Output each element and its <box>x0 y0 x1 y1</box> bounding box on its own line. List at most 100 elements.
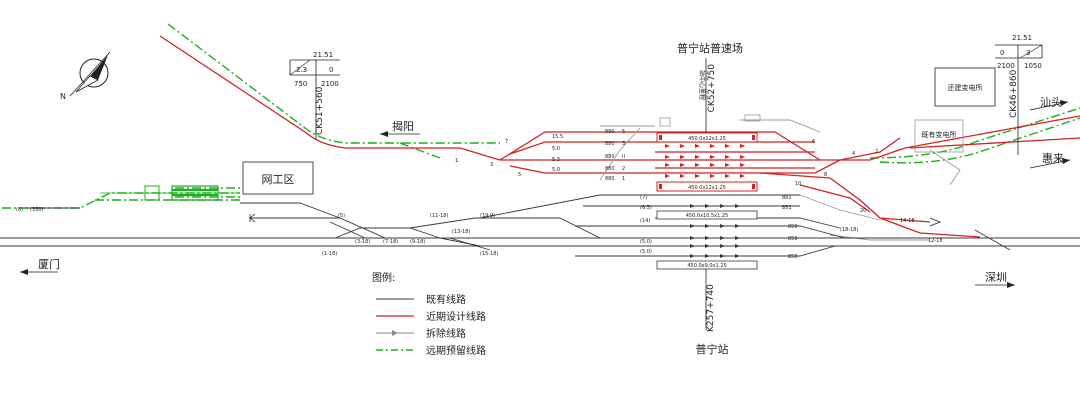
svg-text:750: 750 <box>294 80 307 88</box>
depot-box: 网工区 <box>242 161 314 195</box>
svg-text:21.51: 21.51 <box>313 51 333 59</box>
svg-text:II: II <box>622 154 625 160</box>
svg-text:1: 1 <box>622 176 625 182</box>
svg-text:(7): (7) <box>640 195 647 201</box>
existing-markers <box>690 204 740 258</box>
svg-text:(5): (5) <box>338 213 345 219</box>
svg-text:汕头: 汕头 <box>1040 96 1062 109</box>
svg-text:拆除线路: 拆除线路 <box>426 327 466 340</box>
north-arrow-icon: N <box>60 51 111 101</box>
platform-3: 450.0x10.5x1.25 <box>656 210 758 220</box>
switch-labels: 7 1 3 5 6 4 2 8 10 20 (5) (11-18) (19-9)… <box>16 139 943 257</box>
svg-text:0: 0 <box>329 66 333 74</box>
svg-text:14-18: 14-18 <box>900 218 915 224</box>
svg-text:0: 0 <box>1000 49 1004 57</box>
right-chainage: CK46+860 <box>1009 69 1019 118</box>
svg-text:(350): (350) <box>30 207 43 213</box>
legend-item-reserved: 远期预留线路 <box>376 344 486 357</box>
svg-text:近期设计线路: 近期设计线路 <box>426 310 486 323</box>
svg-text:远期预留线路: 远期预留线路 <box>426 344 486 357</box>
svg-text:(19-9): (19-9) <box>480 213 495 219</box>
svg-text:1050: 1050 <box>1024 62 1042 70</box>
svg-text:880: 880 <box>605 154 615 160</box>
svg-text:880: 880 <box>605 129 615 135</box>
track-labels-lower: (7) (6.5) (14) (5.0) (5.0) 881 851 850 8… <box>640 195 798 260</box>
svg-text:850: 850 <box>788 236 798 242</box>
svg-text:5.0: 5.0 <box>552 167 560 173</box>
svg-text:揭阳: 揭阳 <box>392 119 414 133</box>
svg-text:881: 881 <box>782 195 792 201</box>
svg-text:2.3: 2.3 <box>296 66 307 74</box>
legend-item-existing: 既有线路 <box>376 293 466 306</box>
svg-text:N: N <box>60 92 66 101</box>
svg-text:既有变电所: 既有变电所 <box>922 130 957 139</box>
svg-text:1: 1 <box>455 158 458 164</box>
left-gradient-table: 21.51 2.3 0 750 2100 CK51+560 <box>289 51 340 140</box>
direction-shantou: 汕头 <box>1029 96 1069 111</box>
right-gradient-table: 21.51 0 3 2100 1050 CK46+860 <box>995 34 1043 155</box>
demolish-lines <box>599 119 961 241</box>
svg-text:惠来: 惠来 <box>1042 151 1064 165</box>
platform-3-label: 450.0x10.5x1.25 <box>686 213 729 219</box>
svg-text:20: 20 <box>860 208 866 214</box>
platform-4: 450.0x9.0x1.25 <box>656 260 758 270</box>
depot-label: 网工区 <box>262 173 295 186</box>
svg-text:6: 6 <box>812 139 815 145</box>
existing-substation: 既有变电所 <box>914 119 964 153</box>
direction-shenzhen: 深圳 <box>975 271 1015 288</box>
demolish-box <box>659 114 761 127</box>
svg-text:(7-18): (7-18) <box>383 239 398 245</box>
svg-text:21.51: 21.51 <box>1012 34 1032 42</box>
svg-text:5: 5 <box>518 172 521 178</box>
svg-text:850: 850 <box>788 254 798 260</box>
svg-text:7: 7 <box>505 139 508 145</box>
svg-text:(13-18): (13-18) <box>452 229 470 235</box>
direction-huilai: 惠来 <box>1029 151 1071 169</box>
svg-text:4: 4 <box>852 151 855 157</box>
platform-2: 450.0x12x1.25 <box>656 181 758 192</box>
svg-text:2100: 2100 <box>321 80 339 88</box>
center-note: 站中心里程 <box>698 70 706 100</box>
svg-text:(5.0): (5.0) <box>640 239 652 245</box>
svg-text:(11-18): (11-18) <box>430 213 448 219</box>
bottom-chainage: K257+740 <box>706 284 716 332</box>
svg-text:10: 10 <box>795 181 801 187</box>
svg-text:深圳: 深圳 <box>985 271 1007 284</box>
svg-text:(14): (14) <box>640 218 650 224</box>
direction-jieyang: 揭阳 <box>380 119 420 137</box>
svg-text:(18-18): (18-18) <box>840 227 858 233</box>
svg-text:15.5: 15.5 <box>552 134 563 140</box>
svg-text:880: 880 <box>605 166 615 172</box>
svg-text:5.0: 5.0 <box>552 146 560 152</box>
reserved-yard-block <box>144 185 219 201</box>
svg-text:880: 880 <box>605 141 615 147</box>
reserved-lines <box>2 23 1080 209</box>
svg-text:8: 8 <box>824 172 827 178</box>
platform-4-label: 450.0x9.0x1.25 <box>687 263 726 269</box>
station-name: 普宁站 <box>696 342 729 356</box>
platform-1: 450.0x12x1.25 <box>656 132 758 143</box>
svg-text:2: 2 <box>875 149 878 155</box>
svg-text:(5.0): (5.0) <box>640 249 652 255</box>
svg-text:3: 3 <box>1026 49 1030 57</box>
svg-text:还建变电所: 还建变电所 <box>948 83 983 92</box>
direction-xiamen: 厦门 <box>20 257 60 275</box>
svg-text:12-18: 12-18 <box>928 238 943 244</box>
svg-text:(1-18): (1-18) <box>322 251 337 257</box>
center-chainage: CK52+750 <box>707 64 717 113</box>
station-center: 普宁站普速场 站中心里程 CK52+750 K257+740 普宁站 <box>677 41 743 356</box>
svg-text:(8): (8) <box>16 207 23 213</box>
svg-text:2: 2 <box>622 166 625 172</box>
legend: 图例: 既有线路 近期设计线路 拆除线路 远期预留线路 <box>372 271 486 357</box>
svg-text:3: 3 <box>490 162 493 168</box>
svg-text:5: 5 <box>622 129 625 135</box>
svg-text:3: 3 <box>622 141 625 147</box>
svg-text:(6.5): (6.5) <box>640 205 652 211</box>
svg-text:880: 880 <box>605 176 615 182</box>
planned-markers <box>665 144 745 178</box>
svg-text:既有线路: 既有线路 <box>426 293 466 306</box>
left-chainage: CK51+560 <box>315 86 325 135</box>
svg-text:(3-18): (3-18) <box>355 239 370 245</box>
platform-1-label: 450.0x12x1.25 <box>688 136 726 142</box>
